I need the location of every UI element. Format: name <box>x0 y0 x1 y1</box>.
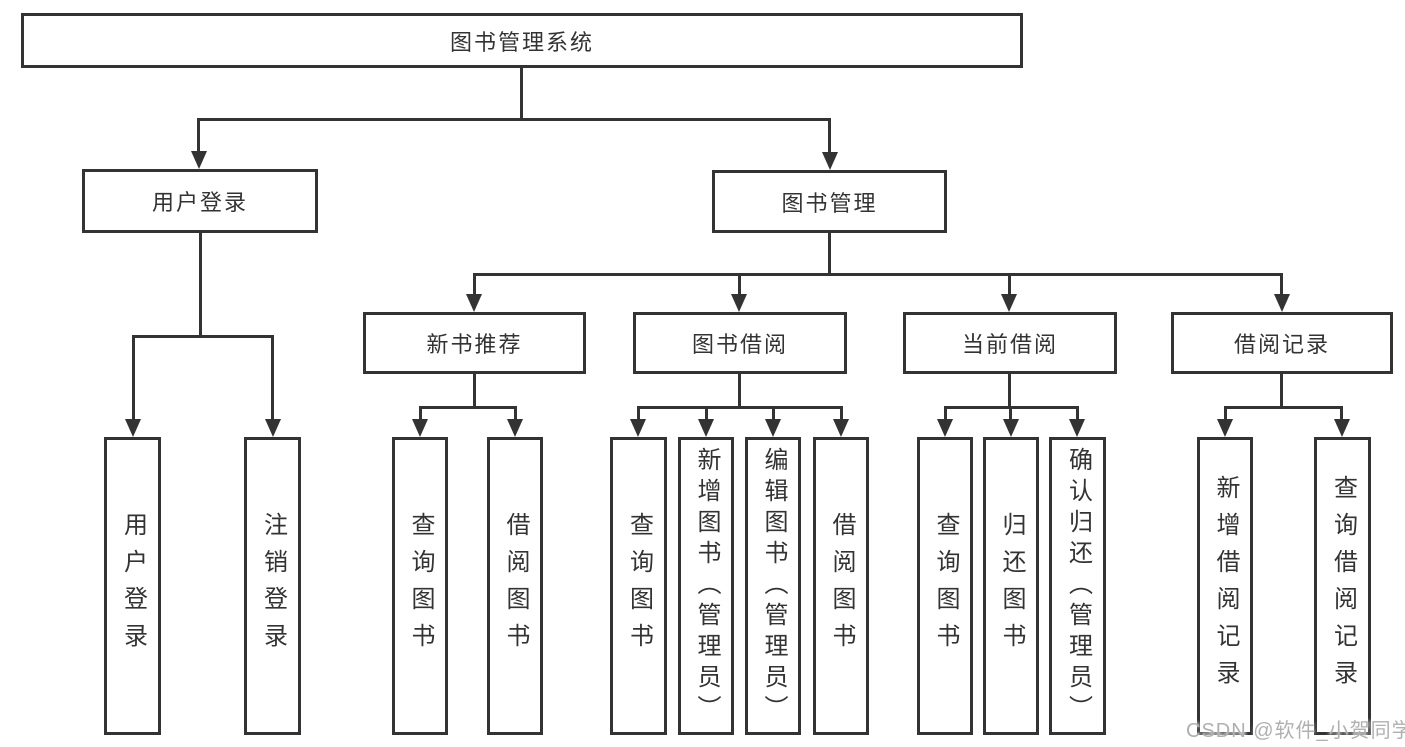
node-label: 编辑图书（管理员） <box>760 446 787 726</box>
arrowhead-down-icon <box>466 294 482 312</box>
connector-book-borrow-stem <box>738 374 741 406</box>
connector-root-stem <box>520 68 523 118</box>
arrowhead-down-icon <box>1069 419 1085 437</box>
node-book-borrow: 图书借阅 <box>633 312 847 374</box>
arrowhead-down-icon <box>265 419 281 437</box>
connector-drop-leaf <box>132 335 135 420</box>
arrowhead-down-icon <box>507 419 523 437</box>
node-label: 确认归还（管理员） <box>1064 446 1092 726</box>
arrowhead-down-icon <box>1274 294 1290 312</box>
node-label: 借阅记录 <box>1233 332 1330 357</box>
connector-book-borrow-split <box>637 406 843 409</box>
node-label: 查询借阅记录 <box>1329 475 1357 697</box>
node-current-borrow: 当前借阅 <box>903 312 1117 374</box>
leaf-borrow-books: 借阅图书 <box>813 437 869 735</box>
node-label: 注销登录 <box>259 512 287 660</box>
node-label: 归还图书 <box>998 512 1025 660</box>
leaf-query-borrow-record: 查询借阅记录 <box>1314 437 1371 735</box>
node-label: 图书管理系统 <box>449 29 594 55</box>
leaf-add-borrow-record: 新增借阅记录 <box>1197 437 1253 735</box>
leaf-query-books-recommend: 查询图书 <box>392 437 448 735</box>
arrowhead-down-icon <box>822 152 838 170</box>
connector-drop-leaf <box>419 406 422 420</box>
node-user-login: 用户登录 <box>82 169 318 233</box>
arrowhead-down-icon <box>1001 294 1017 312</box>
node-label: 当前借阅 <box>961 332 1058 357</box>
leaf-logout: 注销登录 <box>244 437 301 735</box>
node-label: 借阅图书 <box>828 512 855 660</box>
arrowhead-down-icon <box>630 419 646 437</box>
leaf-borrow-books-recommend: 借阅图书 <box>487 437 543 735</box>
connector-current-borrow-stem <box>1008 374 1011 406</box>
csdn-watermark: CSDN @软件_小贺同学 <box>1186 720 1405 742</box>
connector-drop-leaf <box>840 406 843 420</box>
node-label: 借阅图书 <box>502 512 529 660</box>
connector-drop-borrow-record <box>1280 273 1283 295</box>
connector-new-book-stem <box>473 374 476 406</box>
connector-book-management-split <box>473 273 1283 276</box>
arrowhead-down-icon <box>412 419 428 437</box>
node-library-management-system: 图书管理系统 <box>21 13 1023 68</box>
connector-drop-book-management <box>828 118 831 153</box>
connector-drop-leaf <box>705 406 708 420</box>
connector-new-book-split <box>419 406 517 409</box>
leaf-confirm-return-admin: 确认归还（管理员） <box>1049 437 1106 735</box>
connector-drop-leaf <box>1224 406 1227 420</box>
connector-drop-leaf <box>772 406 775 420</box>
connector-user-login-stem <box>199 233 202 335</box>
leaf-return-books: 归还图书 <box>983 437 1039 735</box>
arrowhead-down-icon <box>731 294 747 312</box>
node-label: 新增图书（管理员） <box>693 446 720 726</box>
node-new-book-recommend: 新书推荐 <box>363 312 586 374</box>
arrowhead-down-icon <box>937 419 953 437</box>
connector-root-split <box>198 118 831 121</box>
connector-drop-current-borrow <box>1008 273 1011 295</box>
connector-book-management-stem <box>828 233 831 273</box>
connector-drop-book-borrow <box>738 273 741 295</box>
arrowhead-down-icon <box>698 419 714 437</box>
connector-user-login-split <box>132 335 274 338</box>
arrowhead-down-icon <box>1334 419 1350 437</box>
connector-drop-leaf <box>1009 406 1012 420</box>
arrowhead-down-icon <box>191 151 207 169</box>
leaf-query-books-current: 查询图书 <box>917 437 973 735</box>
connector-drop-new-book <box>473 273 476 295</box>
node-label: 查询图书 <box>625 512 653 660</box>
connector-borrow-record-split <box>1224 406 1343 409</box>
arrowhead-down-icon <box>765 419 781 437</box>
node-label: 图书管理 <box>781 190 878 216</box>
leaf-query-books-borrow: 查询图书 <box>610 437 667 735</box>
connector-drop-leaf <box>637 406 640 420</box>
node-label: 查询图书 <box>932 512 959 660</box>
arrowhead-down-icon <box>125 419 141 437</box>
node-label: 图书借阅 <box>691 332 788 357</box>
node-label: 新书推荐 <box>426 332 523 357</box>
connector-drop-leaf <box>944 406 947 420</box>
node-label: 用户登录 <box>119 512 147 660</box>
leaf-add-books-admin: 新增图书（管理员） <box>678 437 734 735</box>
node-label: 新增借阅记录 <box>1212 475 1239 697</box>
connector-drop-leaf <box>1076 406 1079 420</box>
leaf-user-login: 用户登录 <box>104 437 161 735</box>
leaf-edit-books-admin: 编辑图书（管理员） <box>745 437 801 735</box>
connector-drop-leaf <box>514 406 517 420</box>
connector-drop-user-login <box>197 118 200 152</box>
node-book-management: 图书管理 <box>712 170 947 233</box>
node-label: 用户登录 <box>151 190 248 215</box>
node-borrow-record: 借阅记录 <box>1171 312 1393 374</box>
connector-drop-leaf <box>1340 406 1343 420</box>
node-label: 查询图书 <box>407 512 434 660</box>
connector-drop-leaf <box>271 335 274 420</box>
arrowhead-down-icon <box>1217 419 1233 437</box>
arrowhead-down-icon <box>833 419 849 437</box>
arrowhead-down-icon <box>1003 419 1019 437</box>
connector-borrow-record-stem <box>1280 374 1283 406</box>
